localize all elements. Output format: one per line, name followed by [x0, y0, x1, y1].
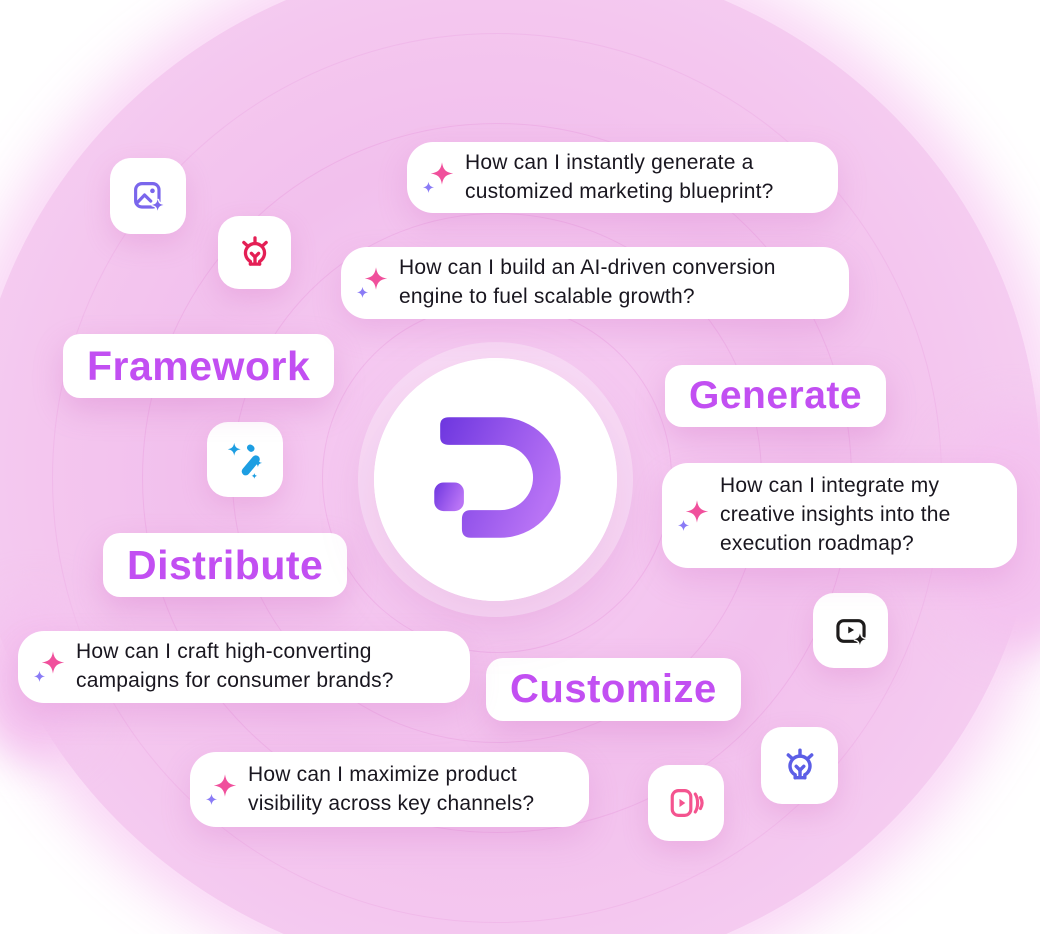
bubble-text: How can I maximize product visibility ac…: [248, 762, 535, 815]
idea-bulb-red-icon: [234, 232, 276, 274]
bubble-text: How can I build an AI-driven conversion …: [399, 256, 776, 308]
ai-sparkle-icon: [421, 160, 457, 196]
reels-video-icon: [664, 781, 708, 825]
ai-sparkle-icon: [32, 649, 68, 685]
label-distribute-text: Distribute: [127, 541, 324, 588]
image-sparkle-icon: [126, 174, 170, 218]
brand-d-logo: [374, 358, 617, 601]
label-distribute: Distribute: [103, 533, 348, 597]
chat-bubble-blueprint: How can I instantly generate a customize…: [407, 142, 838, 213]
reels-video-tile: [648, 765, 724, 841]
magic-wand-icon: [222, 437, 268, 483]
idea-bulb-indigo-tile: [761, 727, 838, 804]
label-customize-text: Customize: [510, 667, 717, 711]
bubble-text: How can I integrate my creative insights…: [720, 474, 951, 555]
chat-bubble-campaigns: How can I craft high-converting campaign…: [18, 631, 470, 703]
image-sparkle-tile: [110, 158, 186, 234]
video-sparkle-tile: [813, 593, 888, 668]
label-generate: Generate: [665, 365, 887, 427]
chat-bubble-roadmap: How can I integrate my creative insights…: [662, 463, 1017, 568]
label-generate-text: Generate: [689, 374, 863, 417]
idea-bulb-indigo-icon: [778, 744, 822, 788]
magic-wand-tile: [207, 422, 283, 497]
brand-logo-circle: [374, 358, 617, 601]
chat-bubble-visibility: How can I maximize product visibility ac…: [190, 752, 589, 827]
label-framework-text: Framework: [87, 342, 311, 389]
label-customize: Customize: [486, 658, 741, 721]
bubble-text: How can I craft high-converting campaign…: [76, 640, 394, 692]
video-sparkle-icon: [829, 609, 873, 653]
ai-sparkle-icon: [204, 772, 240, 808]
ai-sparkle-icon: [355, 265, 391, 301]
idea-bulb-red-tile: [218, 216, 291, 289]
label-framework: Framework: [63, 334, 335, 398]
chat-bubble-conversion: How can I build an AI-driven conversion …: [341, 247, 849, 319]
ai-sparkle-icon: [676, 498, 712, 534]
bubble-text: How can I instantly generate a customize…: [465, 150, 774, 203]
